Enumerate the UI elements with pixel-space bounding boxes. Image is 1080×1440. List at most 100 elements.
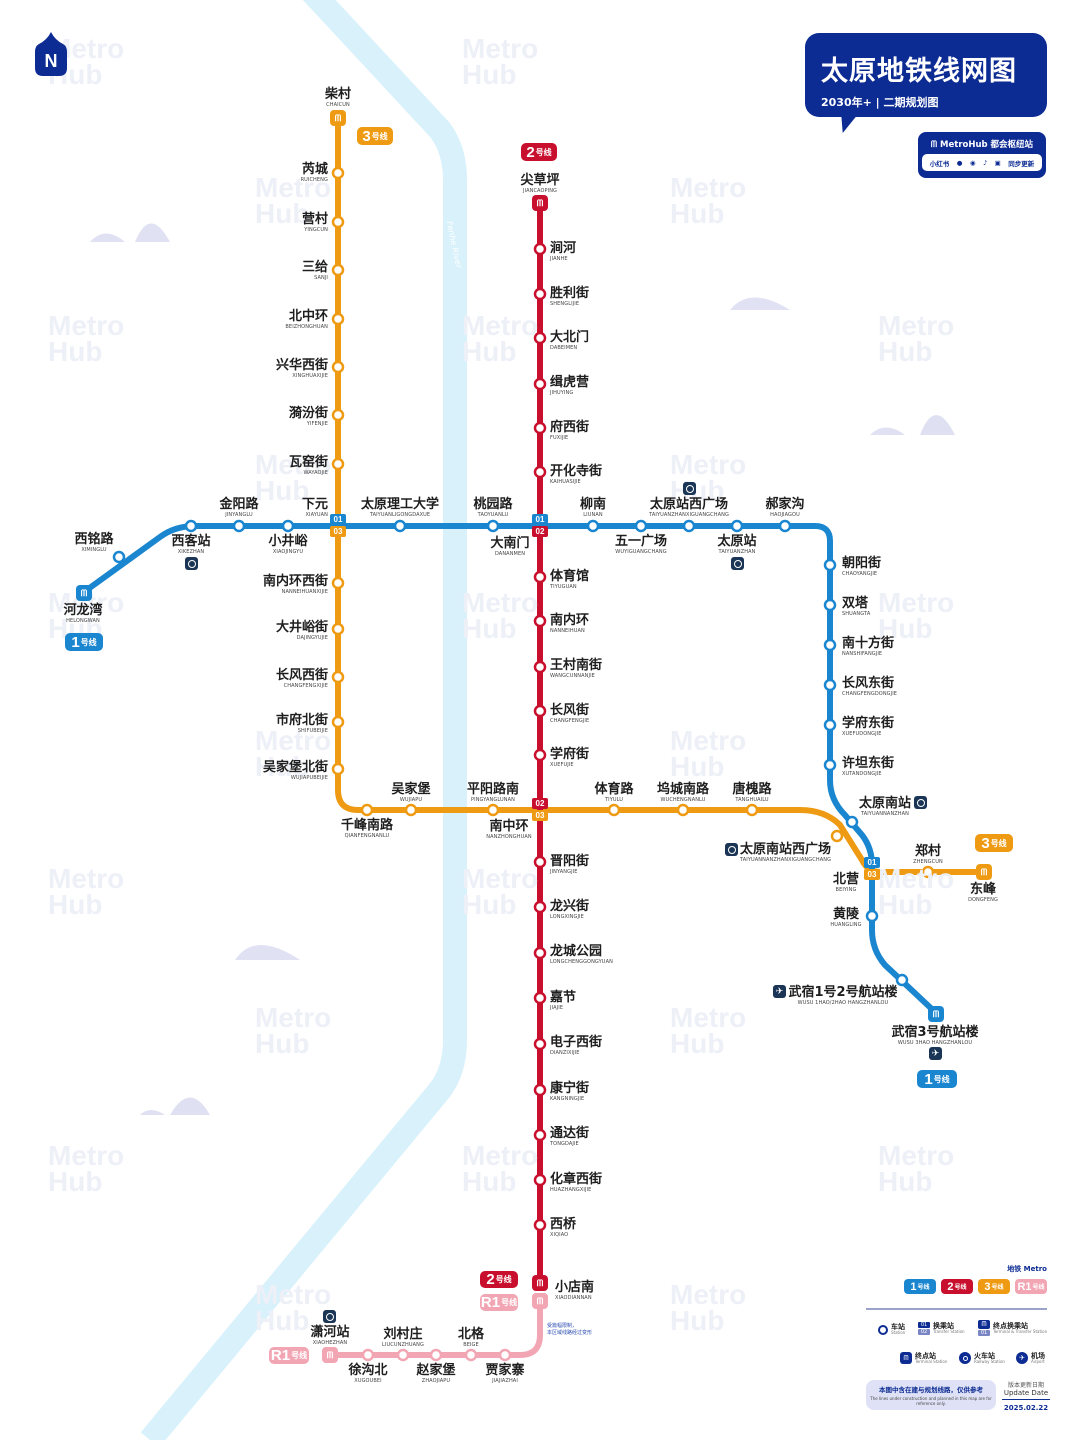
terminal-icon[interactable]: ᗰ: [532, 1293, 548, 1309]
terminal-icon[interactable]: ᗰ: [330, 110, 346, 126]
bilibili-icon[interactable]: ▣: [994, 158, 1001, 167]
line-r1-path[interactable]: [330, 1300, 543, 1358]
xiaohongshu-icon[interactable]: 小红书: [929, 159, 950, 168]
terminal-icon[interactable]: ᗰ: [322, 1347, 338, 1363]
wechat-icon[interactable]: ●: [956, 158, 963, 167]
terminal-icon[interactable]: ᗰ: [976, 864, 992, 880]
terminal-icon[interactable]: ᗰ: [532, 1275, 548, 1291]
terminal-icon[interactable]: ᗰ: [928, 1006, 944, 1022]
weibo-icon[interactable]: ◉: [969, 158, 976, 167]
line-1-path[interactable]: [82, 523, 938, 1015]
terminal-icon[interactable]: ᗰ: [532, 195, 548, 211]
douyin-icon[interactable]: ♪: [982, 158, 988, 167]
